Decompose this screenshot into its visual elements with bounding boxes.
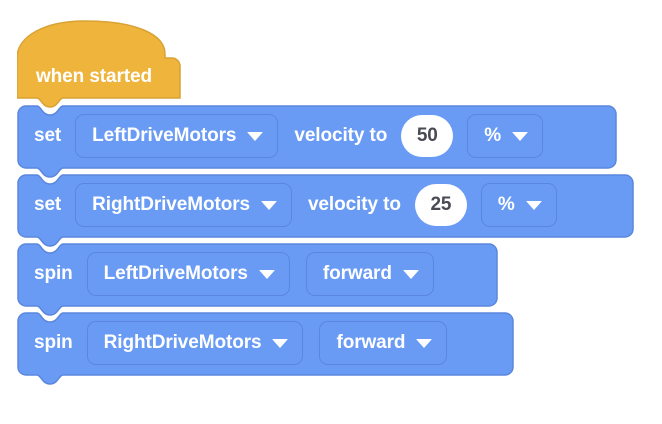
motor-dropdown-label: RightDriveMotors: [103, 332, 262, 353]
chevron-down-icon: [260, 200, 277, 210]
motor-dropdown[interactable]: RightDriveMotors: [86, 321, 304, 365]
velocity-value-label: 50: [416, 125, 438, 146]
block-keyword-set: set: [34, 125, 62, 146]
block-row-content: set RightDriveMotors velocity to 25 %: [17, 174, 557, 236]
block-set-velocity-right[interactable]: set RightDriveMotors velocity to 25 %: [17, 174, 634, 247]
chevron-down-icon: [272, 338, 289, 348]
chevron-down-icon: [416, 338, 433, 348]
hat-block-when-started[interactable]: when started: [17, 20, 181, 108]
chevron-down-icon: [525, 200, 542, 210]
block-text-velocity-to: velocity to: [307, 194, 401, 215]
block-set-velocity-left[interactable]: set LeftDriveMotors velocity to 50 %: [17, 105, 617, 178]
hat-block-shape: [17, 20, 181, 108]
block-spin-right[interactable]: spin RightDriveMotors forward: [17, 312, 514, 385]
block-keyword-spin: spin: [34, 263, 73, 284]
block-row-content: spin LeftDriveMotors forward: [17, 243, 434, 305]
velocity-value-input[interactable]: 50: [401, 115, 454, 157]
script-stack[interactable]: when started set LeftDriveMotors velocit…: [17, 20, 634, 385]
velocity-value-label: 25: [430, 194, 452, 215]
motor-dropdown-label: LeftDriveMotors: [103, 263, 248, 284]
block-row-content: set LeftDriveMotors velocity to 50 %: [17, 105, 544, 167]
unit-dropdown-label: %: [497, 194, 515, 215]
motor-dropdown-label: RightDriveMotors: [92, 194, 250, 215]
block-keyword-set: set: [34, 194, 62, 215]
direction-dropdown-label: forward: [322, 263, 392, 284]
motor-dropdown-label: LeftDriveMotors: [92, 125, 237, 146]
motor-dropdown[interactable]: LeftDriveMotors: [86, 252, 290, 296]
direction-dropdown[interactable]: forward: [319, 321, 448, 365]
chevron-down-icon: [247, 131, 264, 141]
direction-dropdown[interactable]: forward: [305, 252, 434, 296]
motor-dropdown[interactable]: RightDriveMotors: [75, 183, 292, 227]
unit-dropdown[interactable]: %: [480, 183, 557, 227]
chevron-down-icon: [402, 269, 419, 279]
velocity-value-input[interactable]: 25: [414, 184, 467, 226]
direction-dropdown-label: forward: [336, 332, 406, 353]
block-row-content: spin RightDriveMotors forward: [17, 312, 448, 374]
hat-block-label: when started: [36, 66, 152, 87]
chevron-down-icon: [258, 269, 275, 279]
block-spin-left[interactable]: spin LeftDriveMotors forward: [17, 243, 498, 316]
chevron-down-icon: [512, 131, 529, 141]
unit-dropdown[interactable]: %: [467, 114, 544, 158]
block-keyword-spin: spin: [34, 332, 73, 353]
motor-dropdown[interactable]: LeftDriveMotors: [75, 114, 279, 158]
block-text-velocity-to: velocity to: [294, 125, 388, 146]
unit-dropdown-label: %: [484, 125, 502, 146]
